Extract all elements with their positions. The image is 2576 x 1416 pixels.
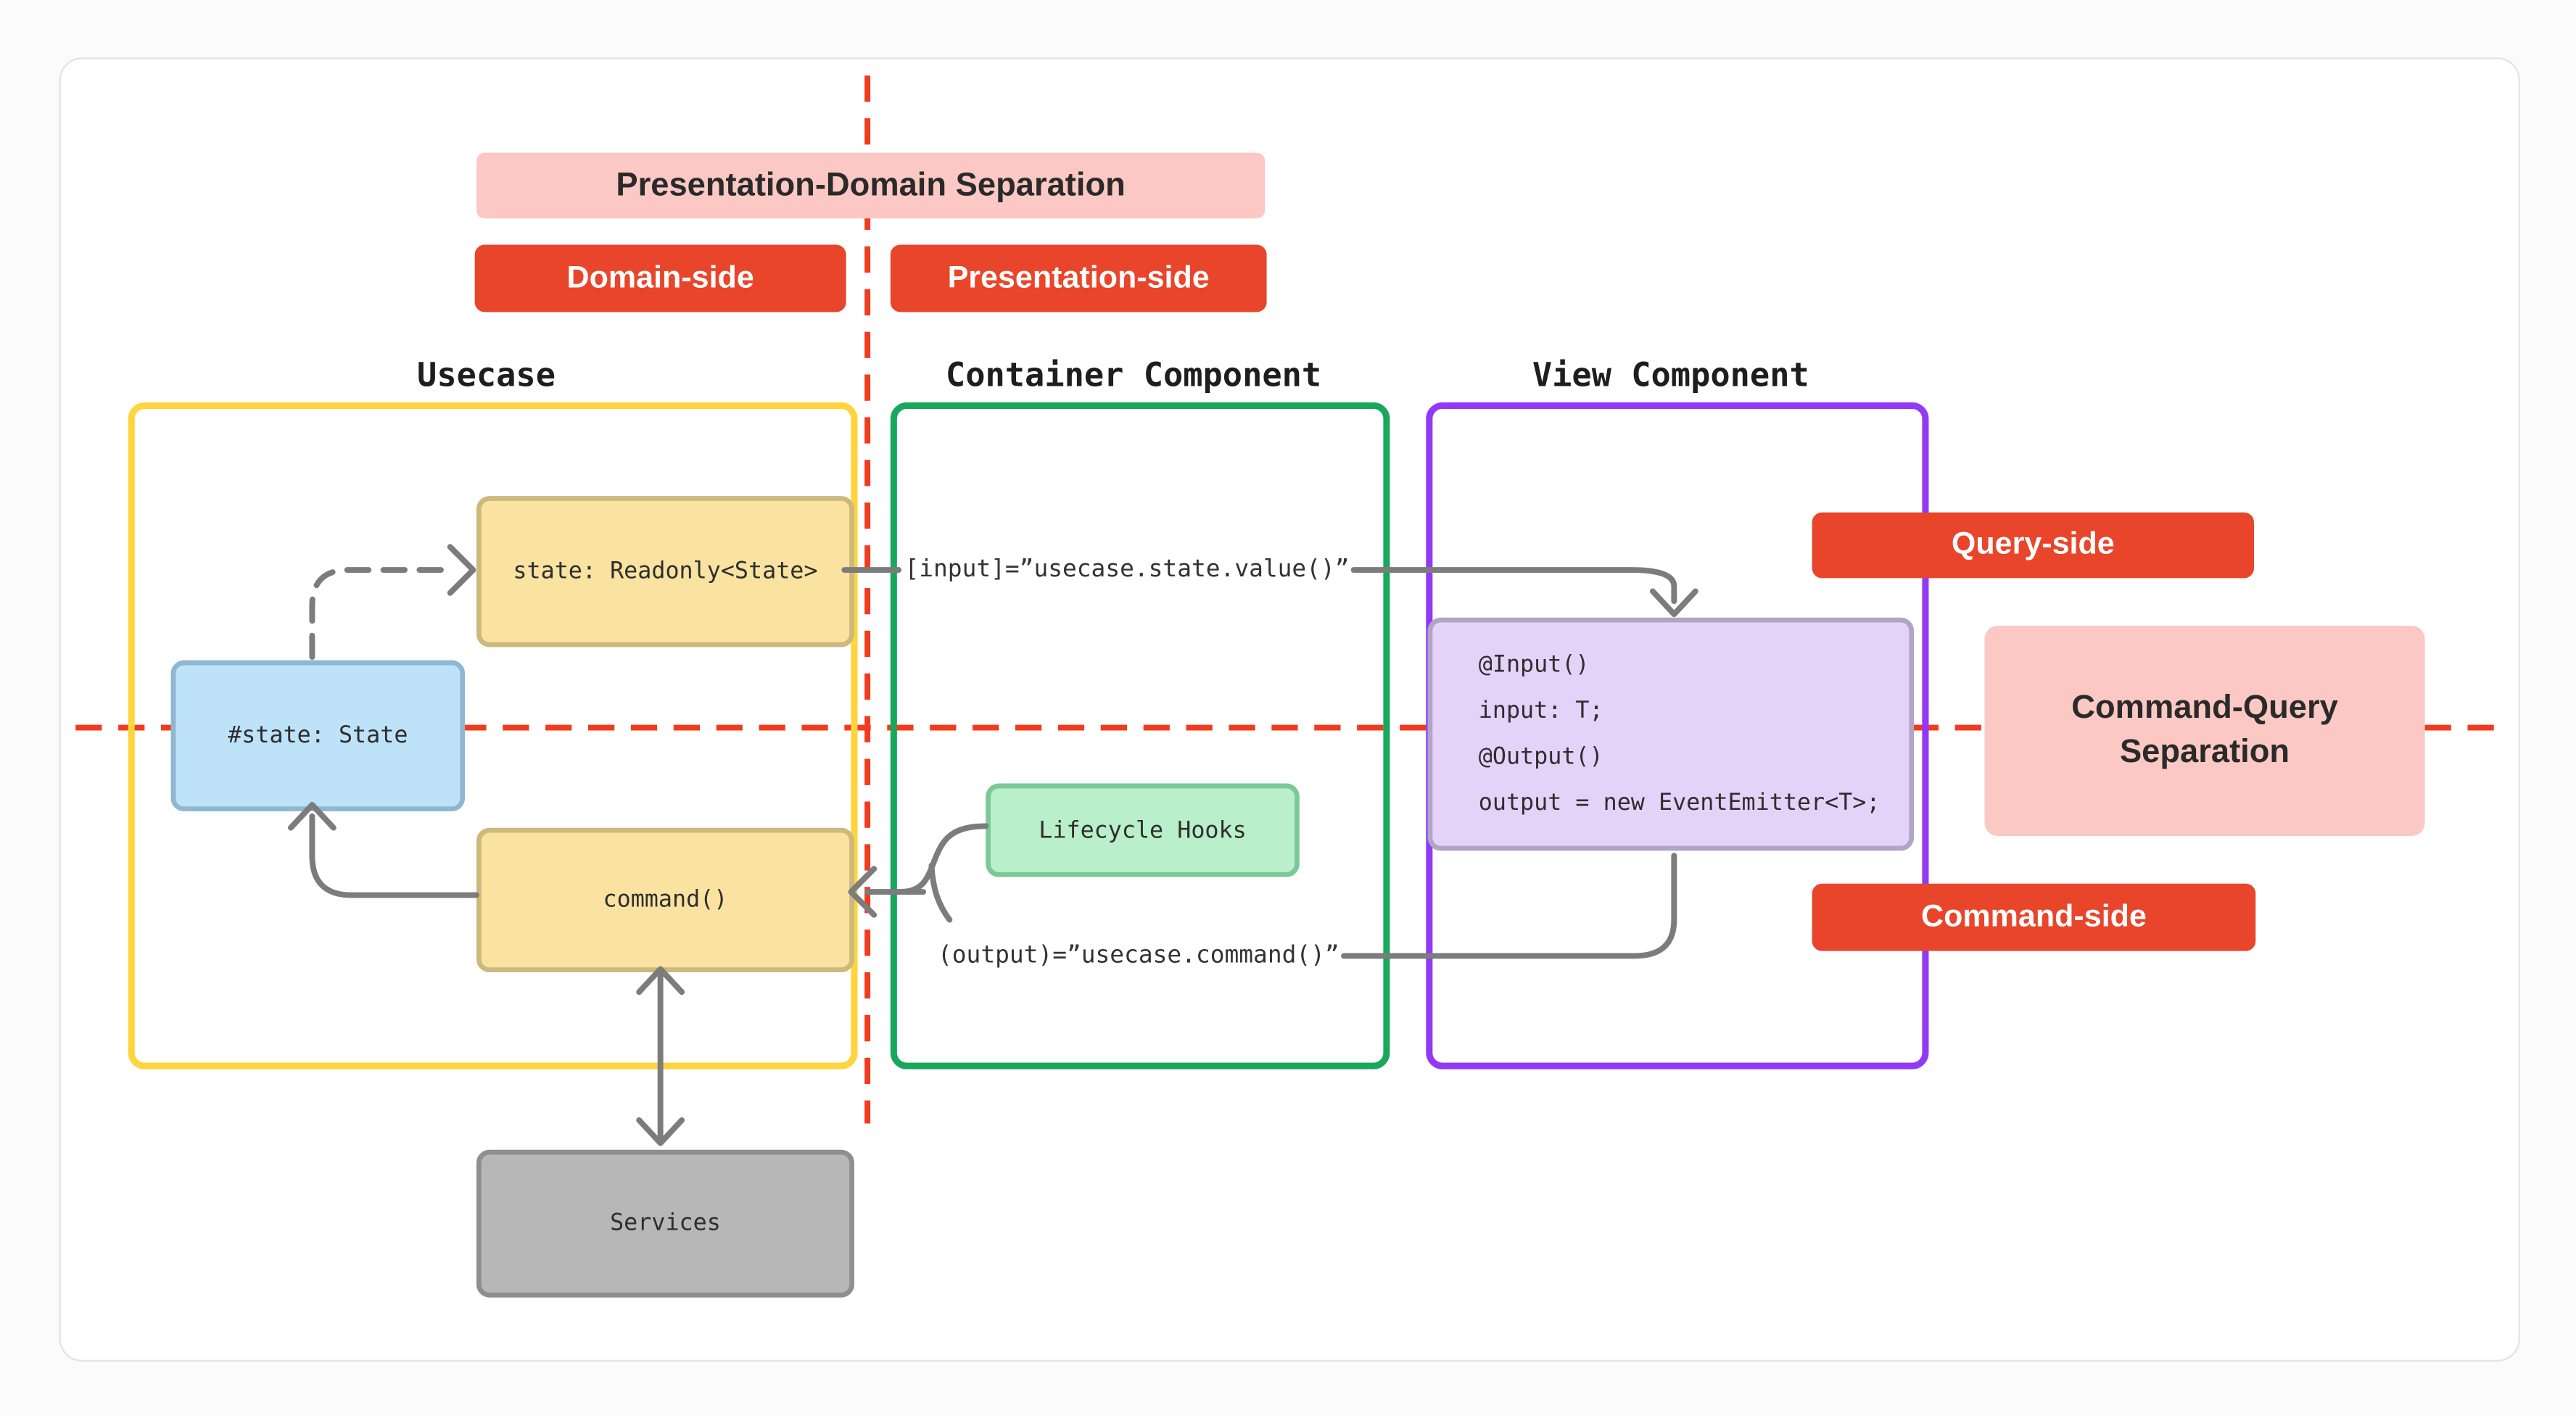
code-line-output-prop: output = new EventEmitter<T>; [1478,790,1881,816]
code-line-input-decorator: @Input() [1478,652,1590,679]
services-node-label: Services [610,1210,721,1237]
usecase-title: Usecase [417,355,556,394]
presentation-domain-separation-banner: Presentation-Domain Separation [476,152,1266,219]
container-component-title: Container Component [945,355,1322,394]
presentation-side-badge: Presentation-side [890,244,1267,312]
input-output-code-box: @Input() input: T; @Output() output = ne… [1427,617,1915,851]
services-node: Services [476,1149,854,1298]
command-node: command() [476,827,854,973]
code-line-output-decorator: @Output() [1478,744,1603,771]
private-state-node-label: #state: State [228,722,408,749]
container-component-box [890,402,1390,1069]
domain-side-badge: Domain-side [474,244,846,312]
lifecycle-hooks-node: Lifecycle Hooks [986,783,1300,877]
state-node: state: Readonly<State> [476,496,854,647]
query-side-badge: Query-side [1812,512,2254,579]
usecase-box [128,402,858,1069]
lifecycle-hooks-label: Lifecycle Hooks [1039,816,1247,844]
command-query-separation-box: Command-Query Separation [1984,626,2425,837]
code-line-input-prop: input: T; [1478,697,1603,724]
input-binding-label: [input]=”usecase.state.value()” [904,556,1350,584]
command-node-label: command() [603,887,728,914]
private-state-node: #state: State [170,660,466,812]
command-query-separation-line1: Command-Query [2071,690,2338,726]
view-component-title: View Component [1532,355,1809,394]
command-side-badge: Command-side [1812,883,2256,951]
command-query-separation-line2: Separation [2119,734,2290,771]
output-binding-label: (output)=”usecase.command()” [937,943,1339,969]
state-node-label: state: Readonly<State> [513,558,818,585]
